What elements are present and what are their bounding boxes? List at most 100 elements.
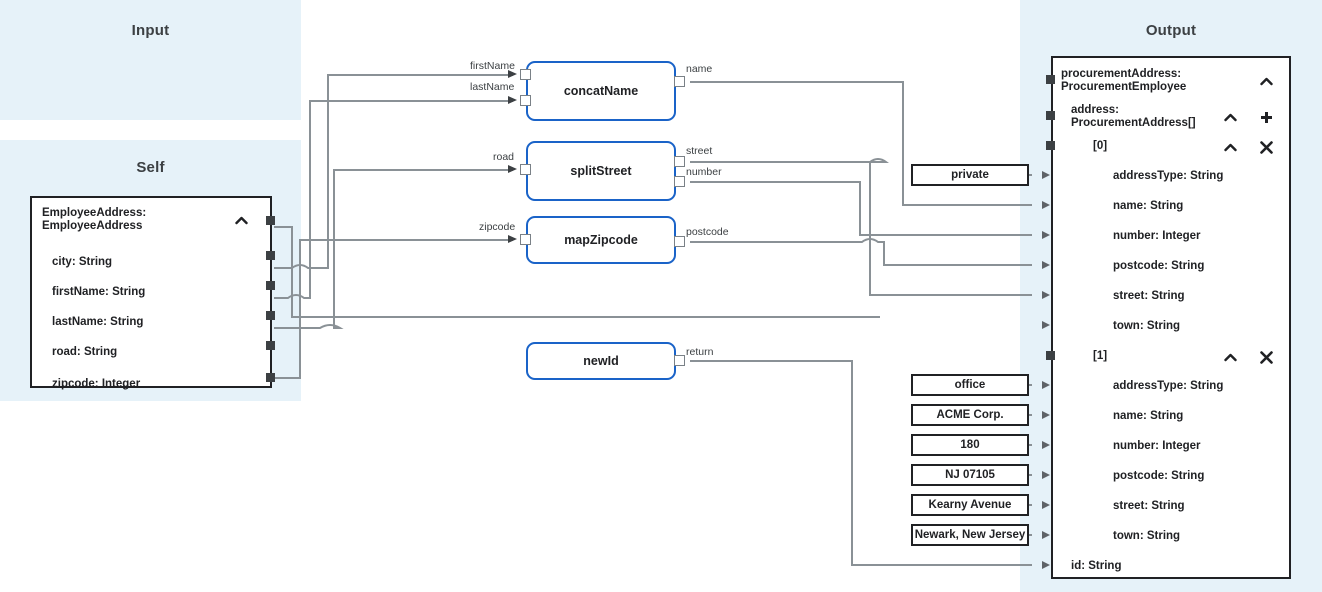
output-port-arrow[interactable] xyxy=(1042,531,1050,539)
output-port-arrow[interactable] xyxy=(1042,561,1050,569)
self-port-city[interactable] xyxy=(266,251,275,260)
output-port-square[interactable] xyxy=(1046,351,1055,360)
output-port-arrow[interactable] xyxy=(1042,201,1050,209)
chevron-up-icon[interactable] xyxy=(1223,110,1237,124)
constant-box[interactable]: NJ 07105 xyxy=(911,464,1029,486)
port-label-road: road xyxy=(493,151,515,163)
output-field-row[interactable]: procurementAddress: ProcurementEmployee xyxy=(1053,66,1289,96)
output-port-square[interactable] xyxy=(1046,75,1055,84)
chevron-up-icon[interactable] xyxy=(1223,140,1237,154)
output-port-arrow[interactable] xyxy=(1042,381,1050,389)
input-arrow-icon xyxy=(508,70,517,78)
constant-value: Kearny Avenue xyxy=(928,499,1012,511)
output-port-arrow[interactable] xyxy=(1042,261,1050,269)
output-port-arrow[interactable] xyxy=(1042,321,1050,329)
output-field-row[interactable]: address: ProcurementAddress[] xyxy=(1053,102,1289,132)
close-icon[interactable] xyxy=(1259,140,1273,154)
output-port-arrow[interactable] xyxy=(1042,291,1050,299)
output-field-label: name: String xyxy=(1113,410,1184,423)
output-port-arrow[interactable] xyxy=(1042,171,1050,179)
output-field-row[interactable]: addressType: String xyxy=(1053,372,1289,402)
output-field-label: [0] xyxy=(1093,140,1108,153)
close-icon[interactable] xyxy=(1259,350,1273,364)
output-port-square[interactable] xyxy=(1046,111,1055,120)
constant-box[interactable]: Kearny Avenue xyxy=(911,494,1029,516)
output-field-row[interactable]: postcode: String xyxy=(1053,462,1289,492)
self-port-lastname[interactable] xyxy=(266,311,275,320)
constant-value: 180 xyxy=(960,439,980,451)
constant-box[interactable]: 180 xyxy=(911,434,1029,456)
self-field-row[interactable]: zipcode: Integer xyxy=(32,370,270,400)
output-field-row[interactable]: name: String xyxy=(1053,192,1289,222)
self-port-zipcode[interactable] xyxy=(266,373,275,382)
output-field-label: addressType: String xyxy=(1113,380,1224,393)
output-row-actions xyxy=(1223,140,1273,154)
port-label-postcode: postcode xyxy=(686,226,729,238)
function-node-label: concatName xyxy=(563,84,639,98)
output-field-label: number: Integer xyxy=(1113,230,1201,243)
output-port-name[interactable] xyxy=(674,76,685,87)
chevron-up-icon[interactable] xyxy=(1223,350,1237,364)
self-port-root[interactable] xyxy=(266,216,275,225)
input-arrow-icon xyxy=(508,235,517,243)
function-node-label: splitStreet xyxy=(570,164,632,178)
chevron-up-icon[interactable] xyxy=(234,213,248,227)
output-port-arrow[interactable] xyxy=(1042,441,1050,449)
input-port-zipcode[interactable] xyxy=(520,234,531,245)
output-port-number[interactable] xyxy=(674,176,685,187)
output-port-arrow[interactable] xyxy=(1042,501,1050,509)
port-label-lastname: lastName xyxy=(470,81,515,93)
function-node-concatname[interactable]: concatName xyxy=(526,61,676,121)
plus-icon[interactable] xyxy=(1259,110,1273,124)
constant-box[interactable]: private xyxy=(911,164,1029,186)
input-port-firstname[interactable] xyxy=(520,69,531,80)
output-field-row[interactable]: number: Integer xyxy=(1053,222,1289,252)
output-port-return[interactable] xyxy=(674,355,685,366)
output-field-row[interactable]: number: Integer xyxy=(1053,432,1289,462)
output-field-row[interactable]: [0] xyxy=(1053,132,1289,162)
output-field-row[interactable]: postcode: String xyxy=(1053,252,1289,282)
self-field-row[interactable]: firstName: String xyxy=(32,278,270,308)
output-field-row[interactable]: town: String xyxy=(1053,522,1289,552)
output-field-row[interactable]: street: String xyxy=(1053,492,1289,522)
output-field-row[interactable]: addressType: String xyxy=(1053,162,1289,192)
constant-box[interactable]: office xyxy=(911,374,1029,396)
function-node-mapzipcode[interactable]: mapZipcode xyxy=(526,216,676,264)
port-label-return: return xyxy=(686,346,714,358)
output-port-square[interactable] xyxy=(1046,141,1055,150)
self-schema-header[interactable]: EmployeeAddress: EmployeeAddress xyxy=(32,206,270,234)
constant-box[interactable]: Newark, New Jersey xyxy=(911,524,1029,546)
self-field-row[interactable]: lastName: String xyxy=(32,308,270,338)
output-field-row[interactable]: street: String xyxy=(1053,282,1289,312)
output-port-arrow[interactable] xyxy=(1042,231,1050,239)
port-label-number: number xyxy=(686,166,722,178)
chevron-up-icon[interactable] xyxy=(1259,74,1273,88)
self-port-road[interactable] xyxy=(266,341,275,350)
self-schema-collapse-button[interactable] xyxy=(234,213,248,227)
self-schema-node[interactable]: EmployeeAddress: EmployeeAddress city: S… xyxy=(30,196,272,390)
output-port-postcode[interactable] xyxy=(674,236,685,247)
output-field-label: postcode: String xyxy=(1113,470,1205,483)
self-field-label: firstName: String xyxy=(52,286,146,299)
constant-box[interactable]: ACME Corp. xyxy=(911,404,1029,426)
output-field-row[interactable]: [1] xyxy=(1053,342,1289,372)
output-schema-node[interactable]: procurementAddress: ProcurementEmployee a… xyxy=(1051,56,1291,579)
input-port-road[interactable] xyxy=(520,164,531,175)
output-port-arrow[interactable] xyxy=(1042,471,1050,479)
output-field-row[interactable]: name: String xyxy=(1053,402,1289,432)
self-field-row[interactable]: city: String xyxy=(32,248,270,278)
self-field-row[interactable]: road: String xyxy=(32,338,270,368)
input-port-lastname[interactable] xyxy=(520,95,531,106)
output-port-street[interactable] xyxy=(674,156,685,167)
self-port-firstname[interactable] xyxy=(266,281,275,290)
zone-self-title: Self xyxy=(136,159,165,176)
output-port-arrow[interactable] xyxy=(1042,411,1050,419)
input-arrow-icon xyxy=(508,165,517,173)
output-field-row[interactable]: town: String xyxy=(1053,312,1289,342)
constant-value: office xyxy=(954,379,986,391)
function-node-newid[interactable]: newId xyxy=(526,342,676,380)
output-field-label: town: String xyxy=(1113,530,1181,543)
output-field-row[interactable]: id: String xyxy=(1053,552,1289,582)
function-node-splitstreet[interactable]: splitStreet xyxy=(526,141,676,201)
